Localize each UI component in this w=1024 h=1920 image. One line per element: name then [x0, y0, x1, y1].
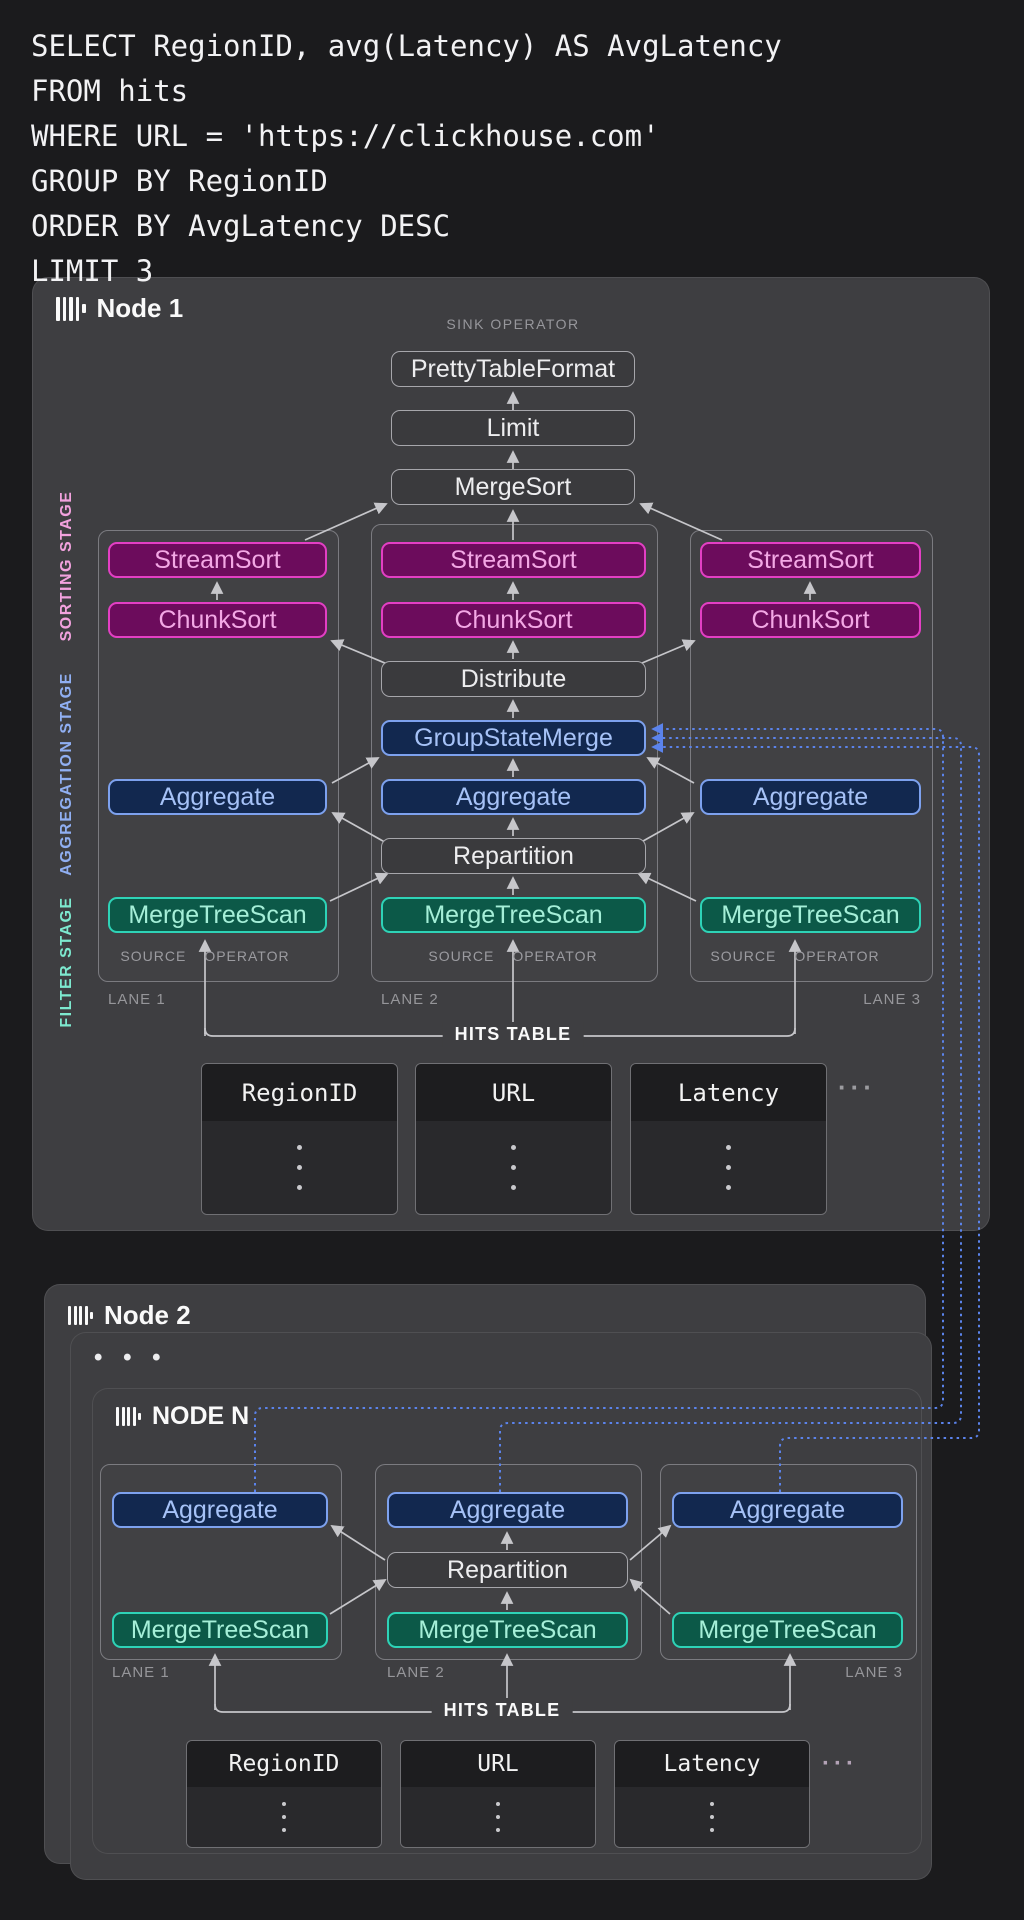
clickhouse-logo-icon [56, 296, 86, 321]
op-merge-tree-scan: MergeTreeScan [108, 897, 327, 933]
op-aggregate: Aggregate [700, 779, 921, 815]
column-rows [631, 1121, 826, 1214]
sql-line: WHERE URL = 'https://clickhouse.com' [31, 119, 660, 153]
hits-table-label: HITS TABLE [431, 1698, 573, 1723]
op-merge-tree-scan: MergeTreeScan [672, 1612, 903, 1648]
op-pretty-table-format: PrettyTableFormat [391, 351, 635, 387]
op-aggregate: Aggregate [381, 779, 646, 815]
sql-line: ORDER BY AvgLatency DESC [31, 209, 451, 243]
stage-label-filter: FILTER STAGE [58, 896, 75, 1028]
sql-line: SELECT RegionID, avg(Latency) AS AvgLate… [31, 29, 782, 63]
hits-table-label: HITS TABLE [442, 1022, 584, 1047]
column-rows [416, 1121, 611, 1214]
op-chunk-sort: ChunkSort [108, 602, 327, 638]
stage-label-aggregation: AGGREGATION STAGE [58, 672, 75, 876]
op-chunk-sort: ChunkSort [381, 602, 646, 638]
lane3-label: LANE 3 [845, 1664, 903, 1681]
sql-line: FROM hits [31, 74, 189, 108]
column-header: RegionID [187, 1741, 381, 1787]
node1-header: Node 1 [56, 293, 183, 324]
column-rows [615, 1787, 809, 1847]
sink-operator-label: SINK OPERATOR [446, 316, 580, 332]
operator-word: OPERATOR [512, 948, 598, 964]
table-column-url: URL [400, 1740, 596, 1848]
op-distribute: Distribute [381, 661, 646, 697]
op-group-state-merge: GroupStateMerge [381, 720, 646, 756]
sql-query: SELECT RegionID, avg(Latency) AS AvgLate… [31, 24, 782, 294]
op-aggregate: Aggregate [108, 779, 327, 815]
source-operator-label: SOURCE OPERATOR [95, 948, 315, 964]
table-column-regionid: RegionID [201, 1063, 398, 1215]
more-columns-ellipsis: ··· [838, 1072, 876, 1102]
lane1-label: LANE 1 [112, 1664, 170, 1681]
column-header: URL [401, 1741, 595, 1787]
nodeN-header: NODE N [116, 1402, 249, 1431]
source-word: SOURCE [428, 948, 495, 964]
op-merge-tree-scan: MergeTreeScan [387, 1612, 628, 1648]
table-column-regionid: RegionID [186, 1740, 382, 1848]
clickhouse-logo-icon [116, 1407, 141, 1426]
table-column-url: URL [415, 1063, 612, 1215]
op-aggregate: Aggregate [672, 1492, 903, 1528]
sql-line: LIMIT 3 [31, 254, 154, 288]
lane2-label: LANE 2 [381, 991, 439, 1008]
operator-word: OPERATOR [794, 948, 880, 964]
sql-line: GROUP BY RegionID [31, 164, 328, 198]
op-repartition: Repartition [387, 1552, 628, 1588]
lane3-label: LANE 3 [863, 991, 921, 1008]
source-word: SOURCE [710, 948, 777, 964]
column-header: Latency [615, 1741, 809, 1787]
op-stream-sort: StreamSort [108, 542, 327, 578]
op-merge-tree-scan: MergeTreeScan [381, 897, 646, 933]
lane2-label: LANE 2 [387, 1664, 445, 1681]
op-repartition: Repartition [381, 838, 646, 874]
op-merge-tree-scan: MergeTreeScan [700, 897, 921, 933]
operator-word: OPERATOR [204, 948, 290, 964]
source-operator-label: SOURCE OPERATOR [403, 948, 623, 964]
lane1-label: LANE 1 [108, 991, 166, 1008]
column-rows [202, 1121, 397, 1214]
source-operator-label: SOURCE OPERATOR [685, 948, 905, 964]
op-merge-tree-scan: MergeTreeScan [112, 1612, 328, 1648]
table-column-latency: Latency [614, 1740, 810, 1848]
nodeN-title: NODE N [152, 1402, 250, 1430]
op-aggregate: Aggregate [112, 1492, 328, 1528]
hidden-nodes-ellipsis: • • • [94, 1344, 168, 1371]
op-stream-sort: StreamSort [381, 542, 646, 578]
more-columns-ellipsis: ··· [822, 1750, 858, 1777]
op-merge-sort: MergeSort [391, 469, 635, 505]
op-limit: Limit [391, 410, 635, 446]
op-chunk-sort: ChunkSort [700, 602, 921, 638]
node2-header: Node 2 [68, 1300, 191, 1331]
node2-title: Node 2 [104, 1300, 191, 1330]
op-aggregate: Aggregate [387, 1492, 628, 1528]
op-stream-sort: StreamSort [700, 542, 921, 578]
clickhouse-logo-icon [68, 1306, 93, 1325]
column-header: Latency [631, 1064, 826, 1121]
table-column-latency: Latency [630, 1063, 827, 1215]
column-header: RegionID [202, 1064, 397, 1121]
node1-title: Node 1 [96, 293, 184, 323]
column-header: URL [416, 1064, 611, 1121]
column-rows [401, 1787, 595, 1847]
stage-label-sorting: SORTING STAGE [58, 490, 75, 642]
source-word: SOURCE [120, 948, 187, 964]
column-rows [187, 1787, 381, 1847]
